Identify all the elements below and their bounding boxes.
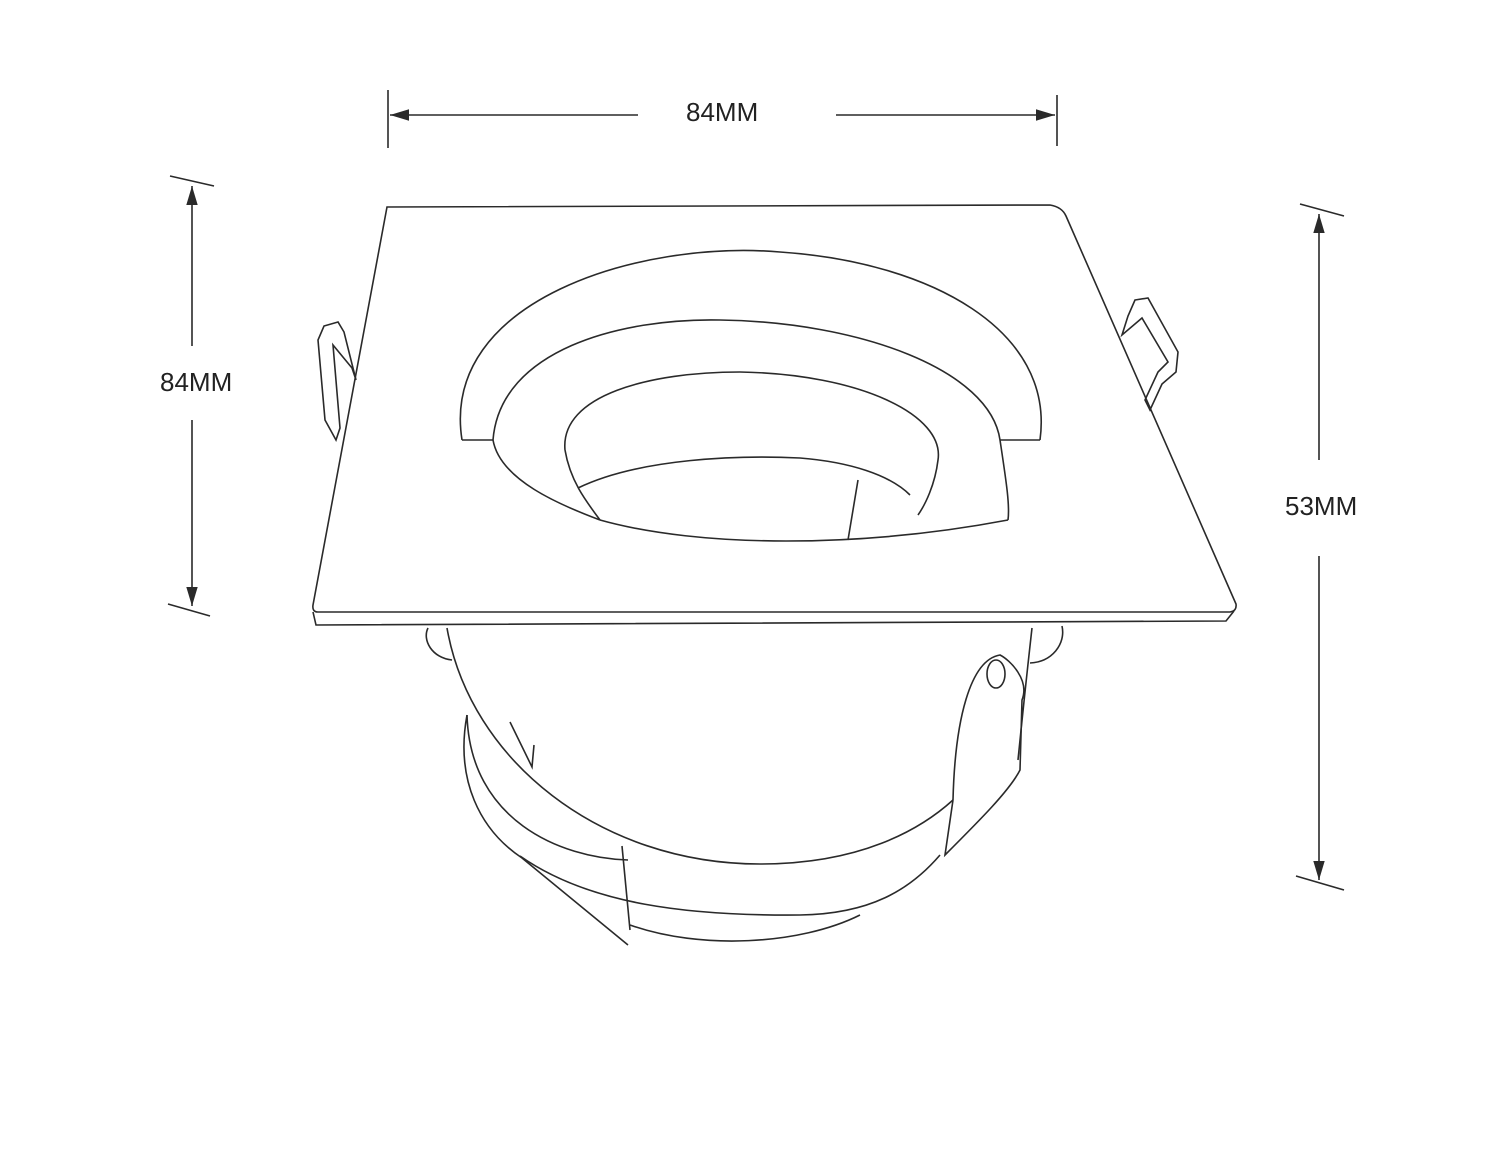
square-trim-plate [312,204,1237,626]
width-label: 84MM [682,97,763,128]
spring-clips [317,297,1179,442]
trim-openings [459,249,1043,542]
depth-label: 84MM [156,367,237,398]
height-dimension [1295,203,1345,891]
height-label: 53MM [1281,491,1362,522]
depth-dimension [167,175,215,617]
width-dimension [387,90,1058,148]
lamp-body [425,625,1064,946]
